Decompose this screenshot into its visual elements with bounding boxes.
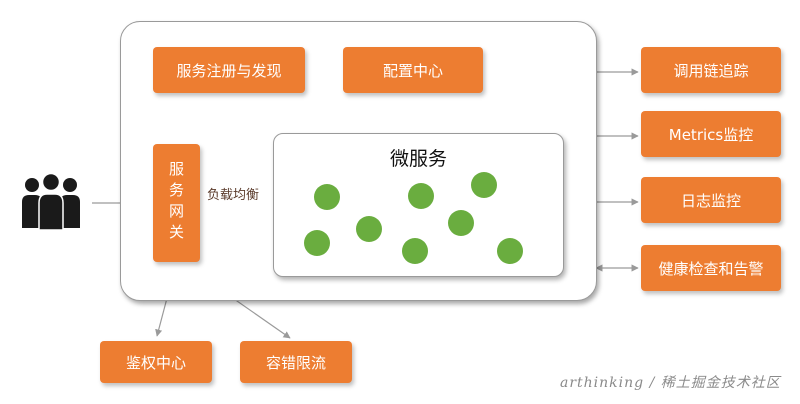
service-dot [356,216,382,242]
watermark: arthinking / 稀土掘金技术社区 [560,375,781,391]
service-dot [402,238,428,264]
config-center-box: 配置中心 [343,47,483,93]
service-dots [304,172,523,264]
health-check-box: 健康检查和告警 [641,245,781,291]
microservices-container: 微服务 [273,133,564,277]
auth-center-box: 鉴权中心 [100,341,212,383]
tracing-box: 调用链追踪 [641,47,781,93]
service-dot [471,172,497,198]
load-balance-label: 负载均衡 [207,188,260,203]
microservices-title: 微服务 [389,148,447,170]
gateway-box: 服务网关 [153,144,200,262]
metrics-box: Metrics监控 [641,111,781,157]
service-registry-box: 服务注册与发现 [153,47,305,93]
service-dot [497,238,523,264]
service-dot [304,230,330,256]
service-dot [314,184,340,210]
fault-tolerance-box: 容错限流 [240,341,352,383]
log-monitor-box: 日志监控 [641,177,781,223]
service-dot [408,183,434,209]
user-group-icon [22,172,80,230]
service-dot [448,210,474,236]
gateway-label: 服务网关 [167,161,185,245]
